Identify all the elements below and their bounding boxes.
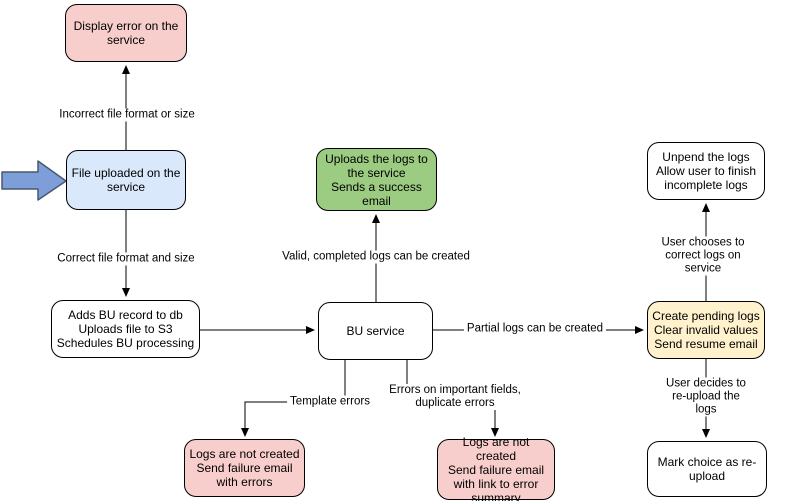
node-logs-not-created-summary[interactable]: Logs are not created Send failure email … — [437, 435, 555, 501]
node-display-error[interactable]: Display error on the service — [65, 4, 187, 62]
edge-label-partial-logs: Partial logs can be created — [463, 322, 607, 336]
node-logs-not-created-errors[interactable]: Logs are not created Send failure email … — [184, 439, 305, 497]
node-create-pending-logs[interactable]: Create pending logs Clear invalid values… — [647, 301, 765, 359]
edge-label-correct-format: Correct file format and size — [54, 252, 198, 266]
edge-label-valid-logs: Valid, completed logs can be created — [279, 250, 473, 264]
edge-label-important-errors: Errors on important fields, duplicate er… — [386, 384, 524, 410]
input-block-arrow-icon — [1, 160, 67, 201]
edge-label-incorrect-format: Incorrect file format or size — [56, 108, 198, 122]
edge-label-user-reupload: User decides to re-upload the logs — [658, 377, 754, 417]
node-unpend-logs[interactable]: Unpend the logs Allow user to finish inc… — [647, 142, 765, 200]
edge-label-template-errors: Template errors — [287, 395, 373, 409]
node-mark-choice-reupload[interactable]: Mark choice as re- upload — [647, 441, 767, 497]
node-bu-service[interactable]: BU service — [318, 302, 433, 360]
edge-label-user-correct: User chooses to correct logs on service — [654, 236, 752, 276]
node-uploads-logs-success[interactable]: Uploads the logs to the service Sends a … — [316, 148, 437, 211]
node-file-uploaded[interactable]: File uploaded on the service — [66, 150, 186, 210]
node-adds-bu-record[interactable]: Adds BU record to db Uploads file to S3 … — [51, 300, 200, 358]
